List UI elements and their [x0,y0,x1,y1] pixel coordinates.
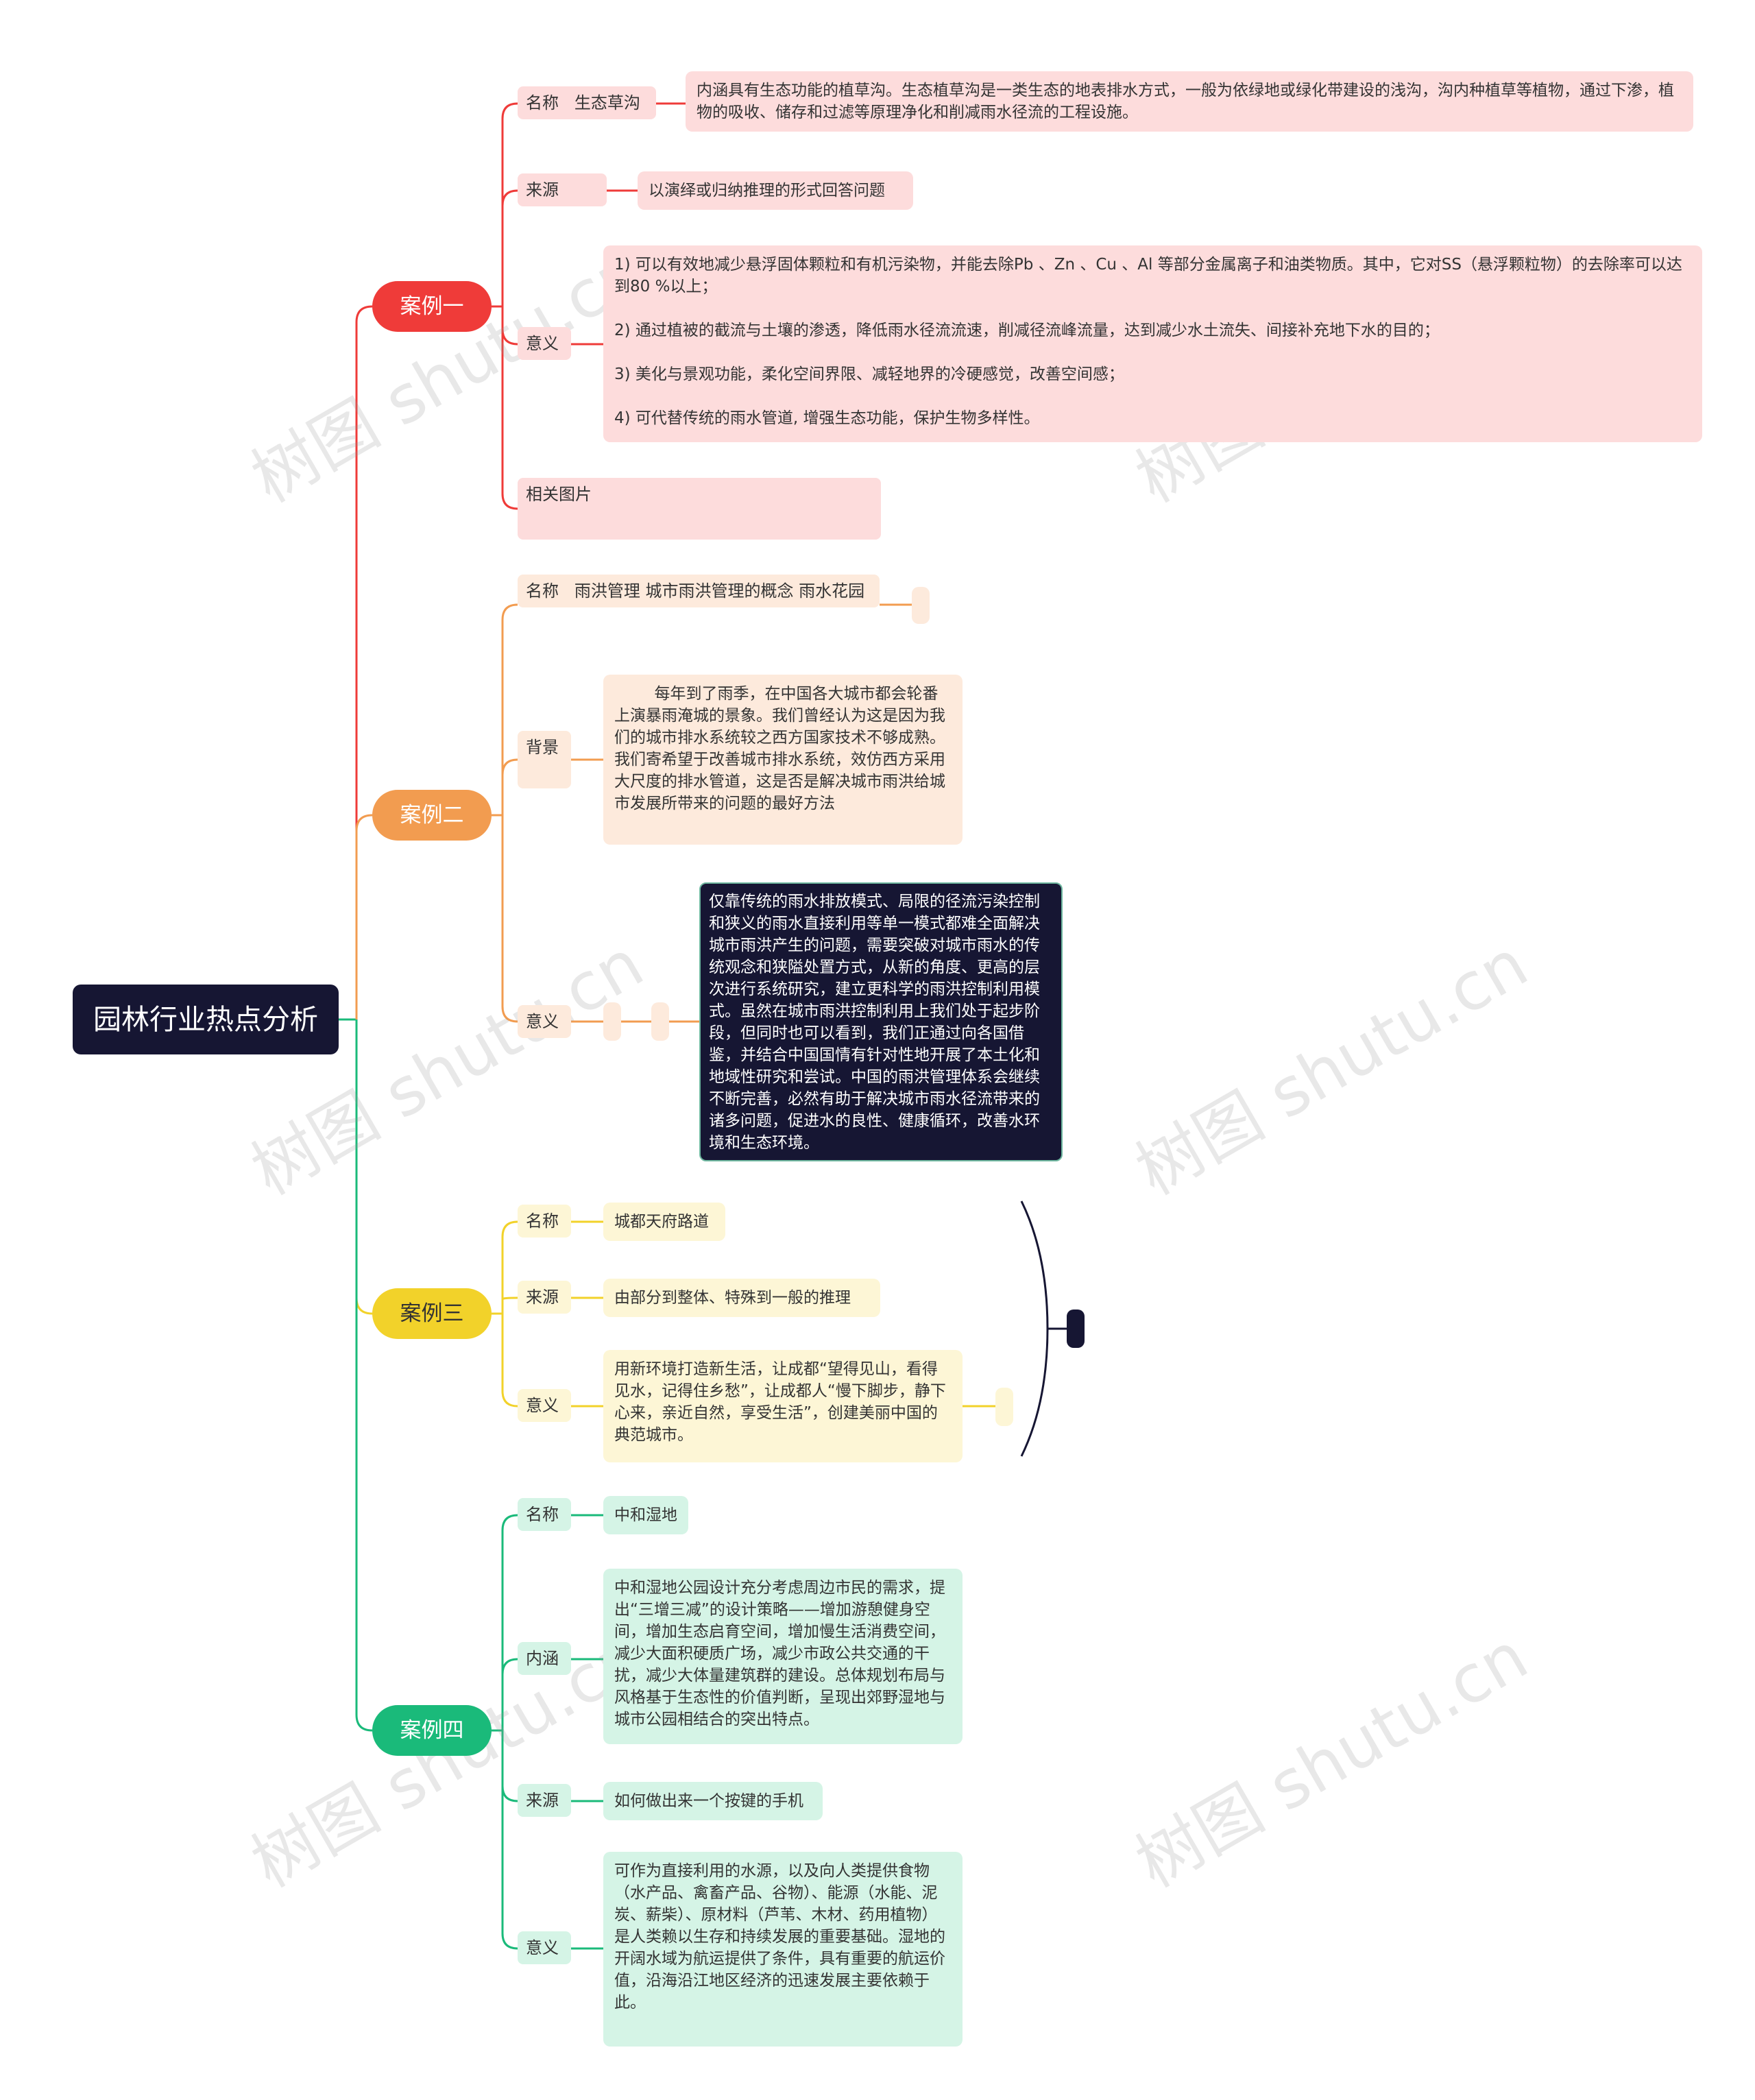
case-1-node[interactable]: 案例一 [372,281,492,332]
case-3-meaning-label[interactable]: 意义 [518,1389,571,1422]
case-1-name-text[interactable]: 内涵具有生态功能的植草沟。生态植草沟是一类生态的地表排水方式，一般为依绿地或绿化… [686,71,1693,132]
case-2-meaning-empty-node[interactable] [603,1002,621,1041]
case-3-summary-node[interactable] [1067,1310,1085,1348]
case-2-name-empty-node[interactable] [912,587,930,624]
case-3-name-label[interactable]: 名称 [518,1205,571,1238]
case-4-source-label[interactable]: 来源 [518,1784,571,1817]
case-2-node[interactable]: 案例二 [372,790,492,841]
case-4-connotation-text[interactable]: 中和湿地公园设计充分考虑周边市民的需求，提出“三增三减”的设计策略——增加游憩健… [603,1569,963,1744]
case-2-meaning-empty-node-2[interactable] [651,1002,669,1041]
case-3-meaning-empty-node[interactable] [995,1388,1013,1426]
case-2-background-text[interactable]: 每年到了雨季，在中国各大城市都会轮番上演暴雨淹城的景象。我们曾经认为这是因为我们… [603,675,963,845]
case-3-source-label[interactable]: 来源 [518,1281,571,1314]
case-4-connotation-label[interactable]: 内涵 [518,1642,571,1675]
case-4-meaning-label[interactable]: 意义 [518,1931,571,1964]
case-3-meaning-text[interactable]: 用新环境打造新生活，让成都“望得见山，看得见水，记得住乡愁”，让成都人“慢下脚步… [603,1350,963,1462]
case-3-node[interactable]: 案例三 [372,1288,492,1339]
case-3-name-text[interactable]: 城都天府路道 [603,1203,725,1241]
case-4-name-label[interactable]: 名称 [518,1498,571,1531]
root-node[interactable]: 园林行业热点分析 [73,985,339,1054]
case-4-name-text[interactable]: 中和湿地 [603,1496,688,1534]
case-4-source-text[interactable]: 如何做出来一个按键的手机 [603,1782,823,1820]
case-1-meaning-text[interactable]: 1) 可以有效地减少悬浮固体颗粒和有机污染物，并能去除Pb 、Zn 、Cu 、A… [603,245,1702,442]
case-1-source-text[interactable]: 以演绎或归纳推理的形式回答问题 [638,171,913,210]
case-2-name-label[interactable]: 名称 雨洪管理 城市雨洪管理的概念 雨水花园 [518,575,880,607]
case-4-node[interactable]: 案例四 [372,1705,492,1756]
case-1-name-label[interactable]: 名称 生态草沟 [518,86,656,119]
case-2-meaning-text[interactable]: 仅靠传统的雨水排放模式、局限的径流污染控制和狭义的雨水直接利用等单一模式都难全面… [699,882,1063,1161]
case-4-meaning-text[interactable]: 可作为直接利用的水源，以及向人类提供食物（水产品、禽畜产品、谷物）、能源（水能、… [603,1852,963,2047]
case-2-background-label[interactable]: 背景 [518,731,571,788]
case-2-meaning-label[interactable]: 意义 [518,1005,571,1038]
case-1-meaning-label[interactable]: 意义 [518,327,571,360]
case-1-images-label[interactable]: 相关图片 [518,478,881,540]
case-3-source-text[interactable]: 由部分到整体、特殊到一般的推理 [603,1279,880,1317]
case-1-source-label[interactable]: 来源 [518,173,607,206]
